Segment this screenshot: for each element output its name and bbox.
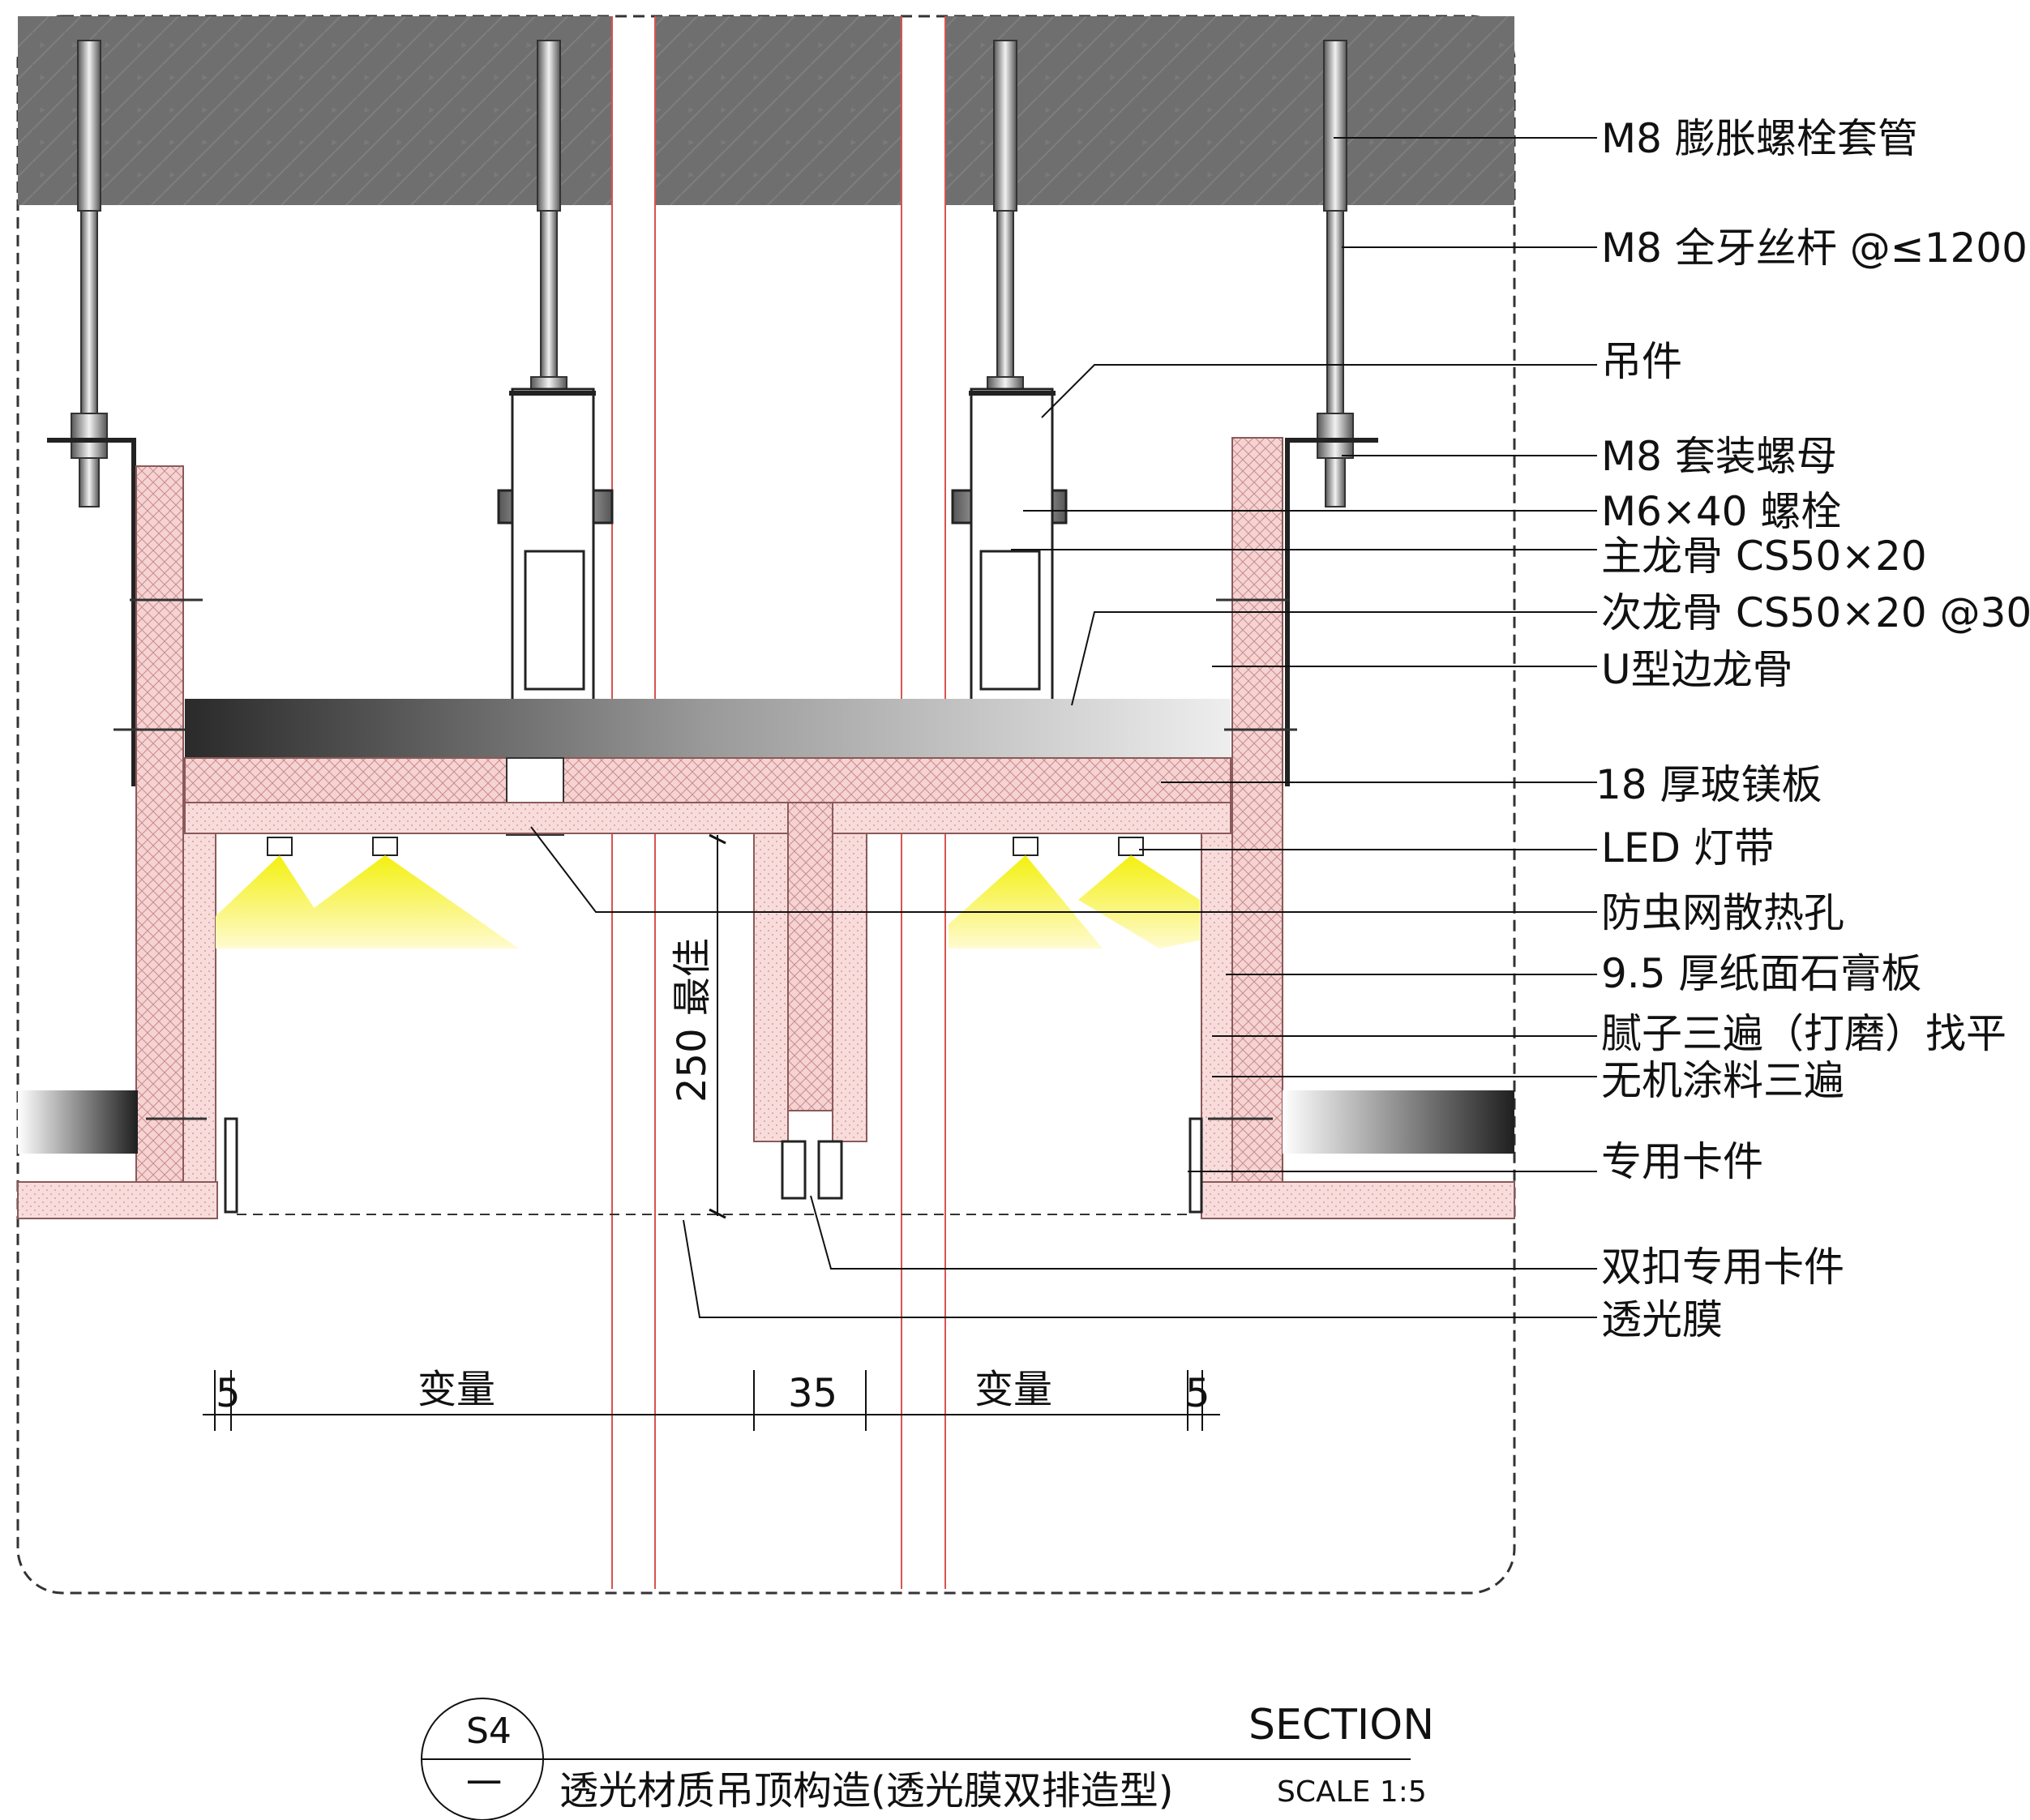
label-expansion-bolt-sleeve: M8 膨胀螺栓套管 bbox=[1601, 115, 1918, 162]
drawing-title: 透光材质吊顶构造(透光膜双排造型) bbox=[559, 1768, 1173, 1814]
hanger-right bbox=[951, 388, 1068, 707]
width-dimension-chain bbox=[203, 1370, 1220, 1431]
depth-dimension-label: 250 最佳 bbox=[670, 938, 715, 1103]
leader-lines bbox=[530, 137, 1597, 1318]
label-vent-holes: 防虫网散热孔 bbox=[1601, 889, 1844, 936]
label-putty: 腻子三遍（打磨）找平 bbox=[1601, 1010, 2006, 1057]
hanger-left bbox=[497, 388, 614, 707]
drawing-scale: SCALE 1:5 bbox=[1277, 1775, 1427, 1809]
wall-panel-right bbox=[1283, 1090, 1514, 1154]
label-coating: 无机涂料三遍 bbox=[1601, 1057, 1844, 1104]
label-secondary-runner: 次龙骨 CS50×20 @300 bbox=[1601, 589, 2030, 636]
drywall-screws bbox=[113, 598, 1297, 1120]
concrete-slab bbox=[18, 16, 1514, 205]
view-type: SECTION bbox=[1248, 1701, 1434, 1749]
label-gypsum-board: 9.5 厚纸面石膏板 bbox=[1601, 950, 1921, 997]
label-membrane: 透光膜 bbox=[1601, 1296, 1723, 1343]
label-special-clip: 专用卡件 bbox=[1601, 1138, 1763, 1185]
label-magnesium-board: 18 厚玻镁板 bbox=[1595, 761, 1822, 808]
label-u-edge-runner: U型边龙骨 bbox=[1601, 646, 1793, 693]
gypsum-board-layers bbox=[17, 437, 1515, 1219]
dimension-span-left: 变量 bbox=[418, 1367, 495, 1412]
label-led-strip: LED 灯带 bbox=[1601, 824, 1775, 871]
sheet-ref: 一 bbox=[466, 1763, 502, 1805]
dimension-gap-left: 5 bbox=[216, 1371, 241, 1416]
detail-id: S4 bbox=[466, 1711, 512, 1752]
dimension-span-right: 变量 bbox=[974, 1367, 1052, 1412]
label-m6-bolt: M6×40 螺栓 bbox=[1601, 488, 1841, 535]
label-threaded-rod: M8 全牙丝杆 @≤1200 bbox=[1601, 225, 2028, 272]
expansion-bolt-left-1 bbox=[71, 40, 108, 507]
dimension-gap-right: 5 bbox=[1185, 1371, 1210, 1416]
label-hanger: 吊件 bbox=[1601, 338, 1682, 385]
expansion-bolt-right-2 bbox=[1317, 40, 1354, 507]
wall-panel-left bbox=[18, 1090, 138, 1154]
special-clips bbox=[224, 1117, 1203, 1214]
dimension-center: 35 bbox=[788, 1371, 837, 1416]
label-double-clip: 双扣专用卡件 bbox=[1601, 1244, 1844, 1291]
led-strip-lights bbox=[216, 837, 1200, 949]
depth-dimension: 250 最佳 bbox=[670, 833, 726, 1219]
title-block: S4 一 SECTION 透光材质吊顶构造(透光膜双排造型) SCALE 1:5 bbox=[421, 1698, 1434, 1820]
secondary-runner bbox=[185, 699, 1231, 757]
label-main-runner: 主龙骨 CS50×20 bbox=[1601, 533, 1927, 580]
label-nut-set: M8 套装螺母 bbox=[1601, 433, 1837, 480]
